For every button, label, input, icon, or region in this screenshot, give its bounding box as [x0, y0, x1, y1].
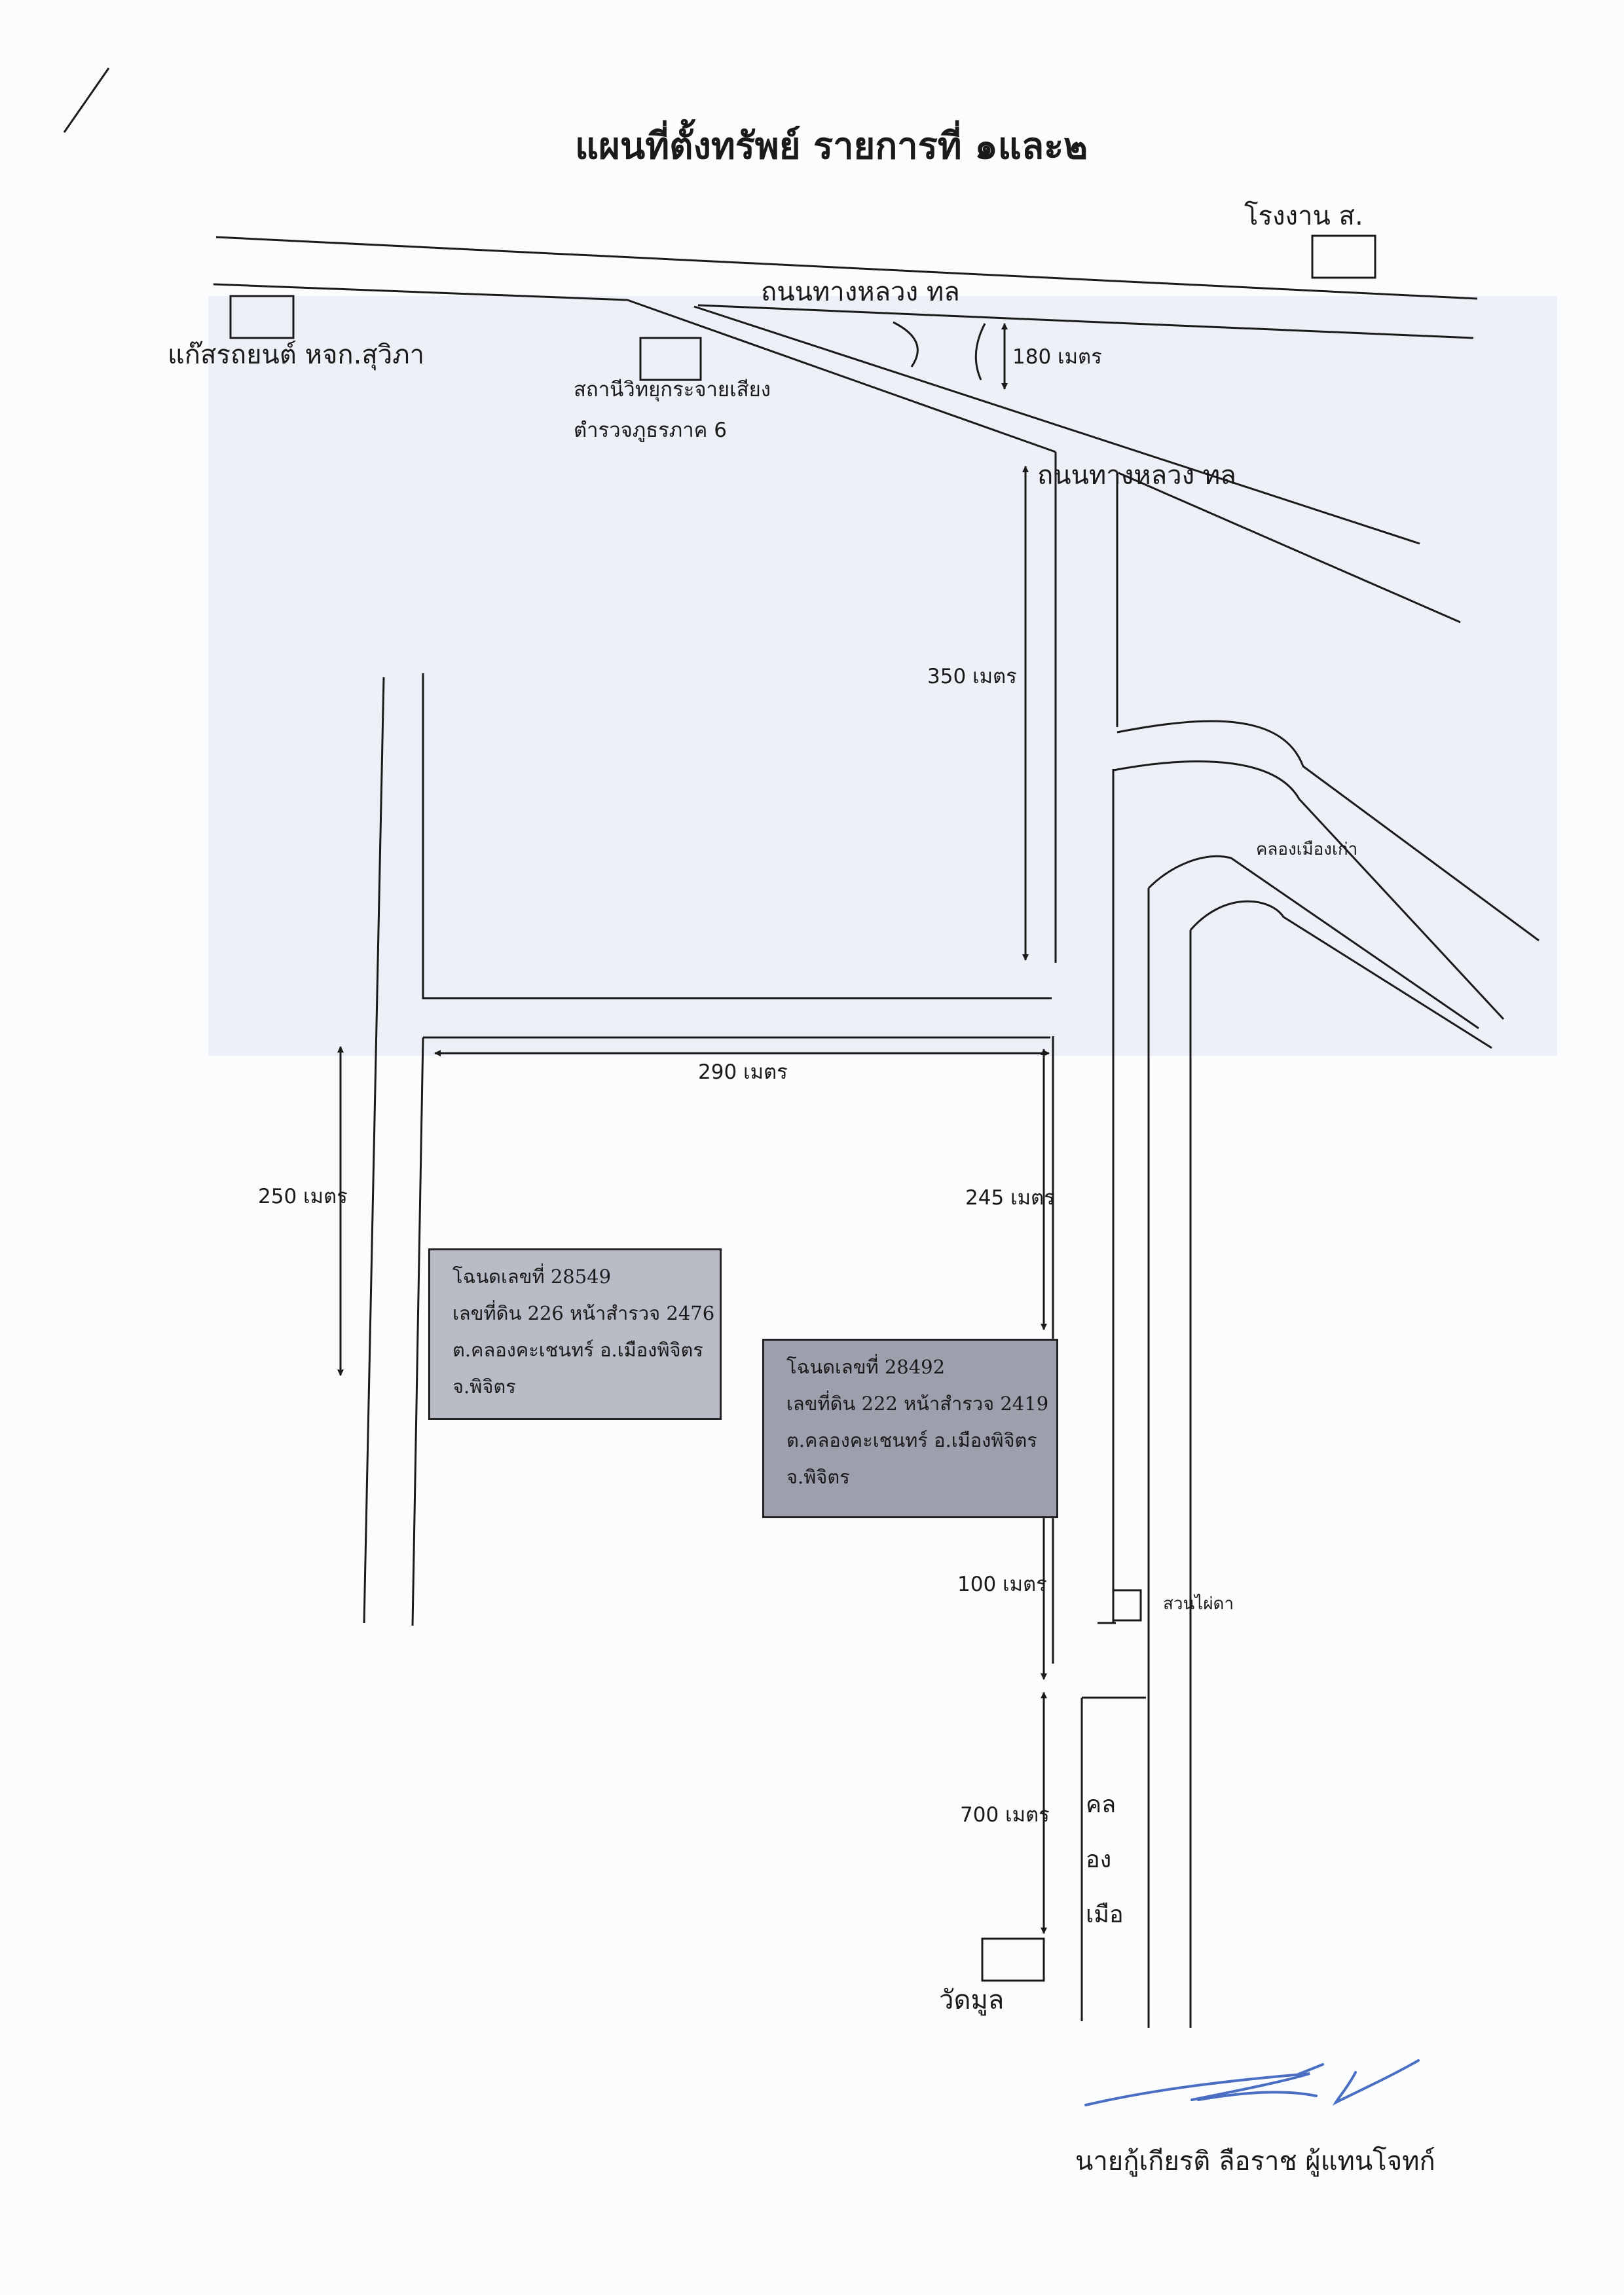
signature-caption: นายกู้เกียรติ ลือราช ผู้แทนโจทก์ — [1075, 2146, 1435, 2176]
parcel-2-deed: โฉนดเลขที่ 28492 — [786, 1356, 946, 1378]
parcel-box-28549: โฉนดเลขที่ 28549 เลขที่ดิน 226 หน้าสำรวจ… — [428, 1248, 722, 1420]
parcel-2-province: จ.พิจิตร — [786, 1466, 850, 1488]
orchard-label: สวนไผ่ดา — [1163, 1594, 1234, 1614]
temple-label: วัดมูล — [939, 1985, 1005, 2015]
distance-label-100: 100 เมตร — [957, 1573, 1047, 1596]
factory-building — [1311, 234, 1376, 279]
parcel-2-location: ต.คลองคะเชนทร์ อ.เมืองพิจิตร — [786, 1429, 1037, 1451]
distance-label-180: 180 เมตร — [1012, 345, 1102, 369]
highway-label-2: ถนนทางหลวง ทล — [1037, 460, 1236, 491]
bleed-through-shadow — [208, 296, 1557, 1056]
left-road-inner-1 — [422, 673, 1052, 999]
radio-station-label-1: สถานีวิทยุกระจายเสียง — [574, 378, 771, 401]
canal-vertical-line-2: อง — [1086, 1846, 1112, 1873]
highway-curve-right — [974, 323, 986, 381]
temple-building — [981, 1937, 1045, 1982]
distance-label-250: 250 เมตร — [258, 1185, 348, 1208]
canal-curve-4 — [1189, 900, 1492, 1049]
parcel-1-province: จ.พิจิตร — [452, 1375, 516, 1398]
page-title: แผนที่ตั้งทรัพย์ รายการที่ ๑และ๒ — [575, 125, 1088, 168]
highway-label-1: ถนนทางหลวง ทล — [761, 277, 960, 307]
factory-label: โรงงาน ส. — [1244, 201, 1363, 231]
canal-vertical-label: คล อง เมือ — [1086, 1778, 1125, 1943]
left-road-inner-3 — [411, 1037, 424, 1626]
canal-curve-2 — [1113, 760, 1505, 1020]
scan-mark — [63, 67, 110, 133]
highway-bottom-edge — [213, 283, 628, 301]
branch-road-3 — [1118, 472, 1461, 624]
gas-shop-label: แก๊สรถยนต์ หจก.สุวิภา — [168, 340, 425, 370]
distance-label-245: 245 เมตร — [965, 1186, 1055, 1210]
radio-station-label-2: ตำรวจภูธรภาค 6 — [574, 419, 727, 442]
orchard-building — [1112, 1589, 1142, 1622]
branch-road-right — [693, 305, 1420, 545]
gas-shop-building — [229, 295, 295, 339]
highway-curve-left — [893, 321, 919, 367]
parcel-1-land-no: เลขที่ดิน 226 หน้าสำรวจ 2476 — [452, 1302, 715, 1324]
left-road-outer — [363, 677, 385, 1624]
canal-old-label: คลองเมืองเก่า — [1256, 840, 1358, 859]
branch-road-left — [627, 299, 1056, 453]
parcel-1-deed: โฉนดเลขที่ 28549 — [452, 1265, 612, 1288]
distance-label-700: 700 เมตร — [960, 1803, 1050, 1827]
parcel-2-land-no: เลขที่ดิน 222 หน้าสำรวจ 2419 — [786, 1392, 1049, 1415]
canal-curve-3 — [1147, 855, 1479, 1030]
parcel-1-location: ต.คลองคะเชนทร์ อ.เมืองพิจิตร — [452, 1339, 703, 1361]
distance-label-350: 350 เมตร — [927, 665, 1017, 688]
canal-vertical-line-1: คล — [1086, 1791, 1116, 1818]
distance-label-290: 290 เมตร — [698, 1060, 788, 1084]
parcel-box-28492: โฉนดเลขที่ 28492 เลขที่ดิน 222 หน้าสำรวจ… — [762, 1339, 1058, 1518]
highway-top-edge — [215, 236, 1478, 300]
canal-vertical-line-3: เมือ — [1086, 1901, 1124, 1928]
highway-right-edge — [697, 304, 1474, 339]
signature-mark — [1084, 2059, 1420, 2106]
radio-station-building — [639, 337, 702, 381]
canal-curve-1 — [1116, 720, 1540, 942]
